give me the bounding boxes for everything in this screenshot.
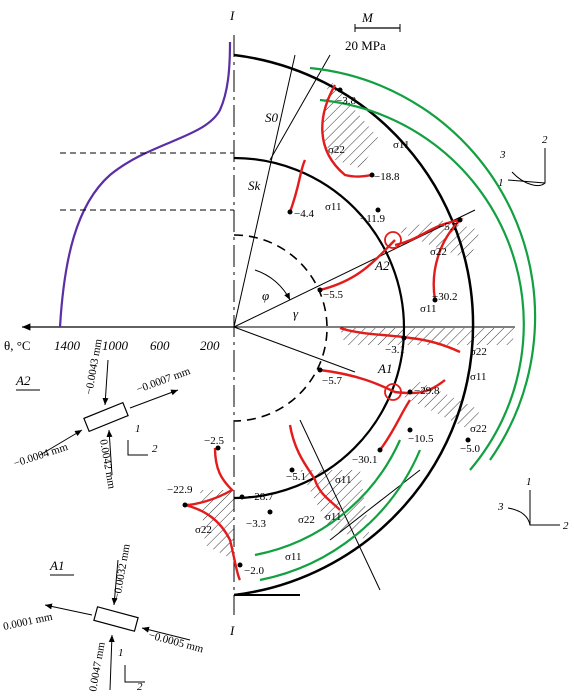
stress-value: −4.4 [294,208,314,220]
radial-line [233,209,476,328]
stress-value: −5.1 [286,471,306,483]
sigma11-curve [259,449,422,582]
dashed-arc [233,234,328,422]
sigma22-curve [288,159,307,213]
stress-value: −5.5 [323,289,343,301]
section-label-bottom: I [229,623,235,638]
sigma22-label: σ22 [328,144,345,156]
temperature-curve [58,41,232,328]
temperature-tick: 600 [150,338,170,353]
stress-value: −22.9 [167,484,193,496]
sigma11-curve [309,66,537,461]
angle-phi: φ [262,288,269,303]
strain-a2-axis-2: 2 [152,443,158,455]
coord-triad-bottom [529,490,560,526]
coord-bottom-1: 1 [526,476,532,488]
temperature-tick: 1400 [54,338,81,353]
strain-a1-value: −0.0032 mm [111,543,133,601]
strain-a1-value: 0.0047 mm [87,641,108,693]
stress-value: −28.7 [248,491,274,503]
hatched-region [340,328,515,345]
sigma11-label: σ11 [325,511,342,523]
strain-a1-axis-1: 1 [118,647,124,659]
stress-value: −5.7 [322,375,342,387]
sigma11-label: σ11 [470,371,487,383]
radial-line [233,54,296,328]
sigma22-curve [339,326,461,354]
temperature-axis-label: θ, °C [4,338,31,353]
sigma22-label: σ22 [470,346,487,358]
stress-value: −18.8 [374,171,400,183]
stress-value: −30.2 [432,291,457,303]
sigma22-curve [321,84,373,178]
hatched-region [395,220,480,260]
sigma22-curve [319,368,446,395]
coord-triad-top [511,148,546,186]
radial-line [233,326,356,373]
stress-value: −5.7 [438,221,458,233]
sigma11-curve [319,98,525,471]
coord-top-2: 2 [542,134,548,146]
sigma22-curve [288,424,341,511]
sigma11-label: σ11 [393,139,410,151]
hatched-region [400,382,480,430]
stress-value: −29.8 [414,385,440,397]
stress-value: −11.9 [360,213,386,225]
strain-a2-value: −0.0004 mm [12,441,70,470]
coord-top-3: 3 [499,149,506,161]
sigma11-label: σ11 [335,474,352,486]
stress-value: −3.1 [385,344,405,356]
strain-a1-value: 0.0001 mm [2,611,54,633]
point-a1-marker [384,383,402,401]
sigma22-label: σ22 [470,423,487,435]
strain-a1-title: A1 [49,558,64,573]
strain-element-a1 [93,606,139,632]
strain-a2-axis-1: 1 [135,423,141,435]
dimension-sk: Sk [248,178,261,193]
stress-value: −5.0 [460,443,480,455]
coord-bottom-3: 3 [497,501,504,513]
sigma22-label: σ22 [298,514,315,526]
outer-boundary [233,53,475,597]
hatched-region [200,490,234,560]
angle-gamma: γ [293,306,299,321]
sigma22-label: σ22 [195,524,212,536]
point-a2-label: A2 [374,258,390,273]
stress-values: −3.8 −18.8 −4.4 −11.9 −5.7 −30.2 −5.5 −3… [167,87,480,577]
strain-a2-title: A2 [15,373,31,388]
stress-value: −2.5 [204,435,224,447]
strain-a2-value: −0.0043 mm [83,338,105,396]
point-a1-label: A1 [377,361,392,376]
sigma11-label: σ11 [325,201,342,213]
stress-value: −10.5 [408,433,434,445]
scale-symbol: M [361,10,374,25]
scale-value: 20 MPa [345,38,386,53]
dimension-s0: S0 [265,110,279,125]
stress-value: −3.3 [246,518,266,530]
stress-value: −2.0 [244,565,264,577]
coord-top-1: 1 [498,177,504,189]
coord-bottom-2: 2 [563,520,569,532]
stress-value: −3.8 [336,95,356,107]
temperature-tick: 1000 [102,338,129,353]
sigma11-label: σ11 [420,303,437,315]
strain-a2-value: −0.0007 mm [135,365,192,396]
strain-a1-axis-2: 2 [137,681,143,693]
strain-a1-value: −0.0005 mm [147,629,205,655]
temperature-tick: 200 [200,338,220,353]
sigma22-curve [379,399,411,451]
inner-boundary [233,156,406,500]
sigma11-curve [254,439,402,557]
stress-value: −30.1 [352,454,377,466]
strain-element-a2 [83,401,129,433]
section-label-top: I [229,8,235,23]
sigma11-label: σ11 [285,551,302,563]
sigma22-label: σ22 [430,246,447,258]
strain-a2-value: 0.0042 mm [97,438,118,490]
point-a2-marker [384,231,402,249]
